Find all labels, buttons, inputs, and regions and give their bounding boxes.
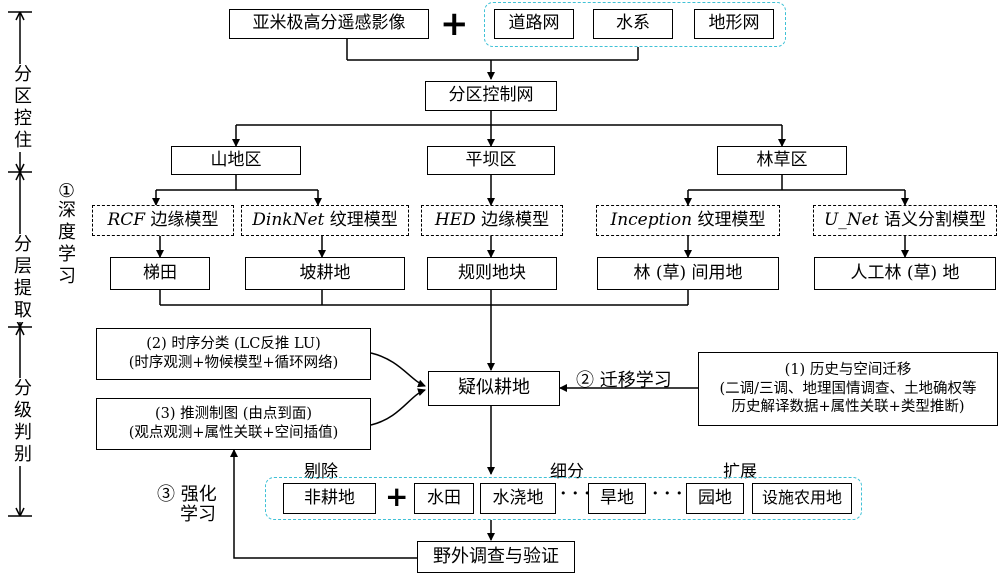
model-unet: U_Net 语义分割模型 (813, 205, 997, 236)
history-spatial-transfer-box: (1) 历史与空间迁移 (二调/三调、地理国情调查、土地确权等 历史解译数据+属… (698, 352, 998, 426)
model-inception: Inception 纹理模型 (596, 205, 780, 236)
landtype-artificial-forest: 人工林 (草) 地 (814, 257, 996, 290)
plus-sign: + (440, 4, 469, 44)
landtype-regular-plot: 规则地块 (427, 257, 557, 290)
bottom-plus-sign: + (385, 480, 409, 513)
type-dryland: 旱地 (588, 483, 646, 514)
transfer-learning-label: ② 迁移学习 (576, 370, 672, 391)
type-orchard: 园地 (686, 483, 744, 514)
imagery-box: 亚米极高分遥感影像 (229, 9, 429, 39)
field-survey-box: 野外调查与验证 (417, 541, 575, 573)
land-type-group (265, 477, 862, 520)
model-hed: HED 边缘模型 (421, 205, 563, 236)
suspected-farmland-box: 疑似耕地 (428, 371, 560, 406)
reinforcement-learning-label: 学习 (180, 504, 216, 525)
ellipsis-2: • • • (652, 487, 684, 500)
landtype-forest-interplot: 林 (草) 间用地 (597, 257, 779, 290)
road-network-box: 道路网 (494, 9, 574, 39)
zone-flat: 平坝区 (427, 146, 555, 175)
type-non-farmland: 非耕地 (283, 483, 376, 514)
terrain-network-box: 地形网 (694, 9, 774, 39)
stage-label-partition: 分区控住 (2, 64, 44, 152)
type-facility-farmland: 设施农用地 (752, 483, 852, 514)
type-paddy: 水田 (414, 483, 474, 514)
timeseries-classification-box: (2) 时序分类 (LC反推 LU) (时序观测+物候模型+循环网络) (96, 328, 371, 380)
model-rcf: RCF 边缘模型 (92, 205, 234, 236)
ellipsis-1: • • • (560, 487, 592, 500)
deep-learning-number: ① (58, 180, 76, 202)
water-system-box: 水系 (593, 9, 673, 39)
zone-mountain: 山地区 (171, 146, 301, 175)
zone-forest: 林草区 (717, 146, 847, 175)
type-irrigated: 水浇地 (480, 483, 556, 514)
landtype-slope-farmland: 坡耕地 (245, 257, 405, 290)
stage-label-graded: 分级判别 (2, 378, 44, 466)
landtype-terrace: 梯田 (110, 257, 210, 290)
reinforcement-learning-number: ③ 强化 (157, 484, 217, 505)
partition-control-net-box: 分区控制网 (425, 81, 557, 111)
inference-mapping-box: (3) 推测制图 (由点到面) (观点观测+属性关联+空间插值) (96, 398, 371, 450)
stage-label-layered: 分层提取 (2, 234, 44, 322)
deep-learning-label: 深度学习 (58, 200, 76, 287)
auxiliary-data-group (484, 2, 786, 47)
model-dinknet: DinkNet 纹理模型 (241, 205, 409, 236)
